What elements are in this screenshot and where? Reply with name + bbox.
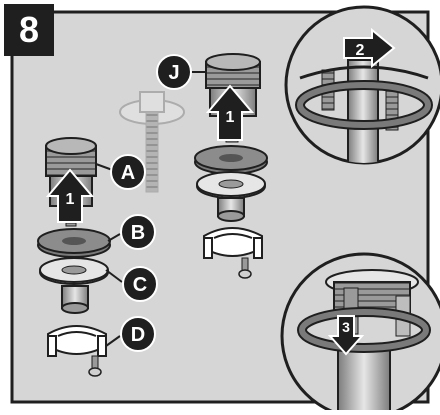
callout-b: B: [121, 215, 155, 249]
callout-b-label: B: [131, 222, 145, 244]
rotate-arrow-bottom-label: 3: [342, 319, 350, 335]
step-number-badge: 8: [4, 4, 54, 56]
callout-a: A: [111, 155, 145, 189]
callout-j-label: J: [168, 62, 179, 84]
callout-c-label: C: [133, 274, 147, 296]
callout-d-label: D: [131, 324, 145, 346]
callout-c: C: [123, 267, 157, 301]
right-shank-assembly: 1: [195, 54, 267, 278]
lift-arrow-right-label: 1: [226, 109, 235, 126]
detail-inset-bottom: 3: [282, 254, 440, 410]
callout-d: D: [121, 317, 155, 351]
callout-j: J: [157, 55, 191, 89]
callout-a-label: A: [121, 162, 135, 184]
lift-arrow-left-label: 1: [66, 191, 75, 208]
rotate-arrow-top-label: 2: [356, 42, 365, 59]
